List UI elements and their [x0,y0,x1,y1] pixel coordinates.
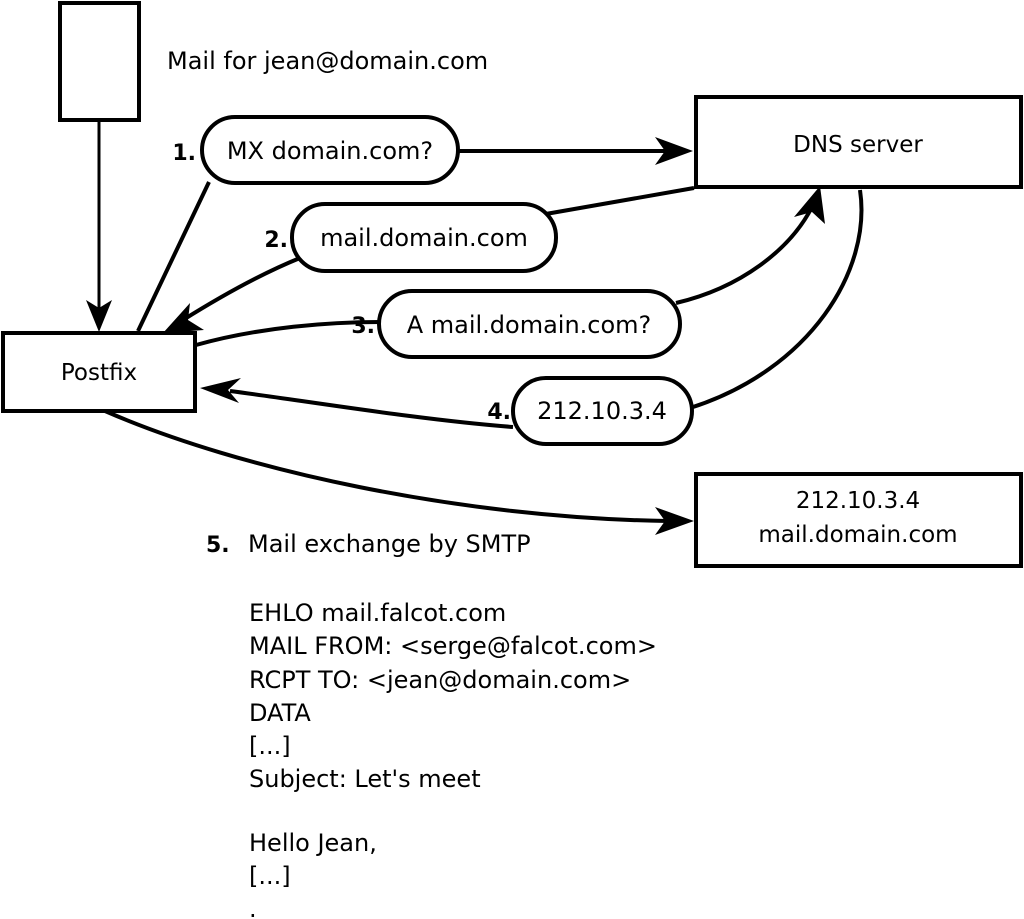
page-title: Mail for jean@domain.com [167,47,488,75]
edge-dns-to-step2 [539,186,695,217]
step-2[interactable]: 2. mail.domain.com [264,202,558,273]
edge-step1-to-dns [458,137,693,165]
dns-server-label: DNS server [793,132,923,158]
edge-postfix-to-step1 [136,181,211,332]
step-3[interactable]: 3. A mail.domain.com? [351,289,682,359]
step-4-label: 212.10.3.4 [537,397,667,425]
step-5-label: Mail exchange by SMTP [248,530,531,558]
postfix-label: Postfix [61,360,137,386]
step-1-label: MX domain.com? [227,137,433,165]
edge-postfix-to-step3 [195,320,382,347]
step-2-label: mail.domain.com [320,224,528,252]
node-sender-box[interactable] [58,1,141,122]
step-3-number: 3. [351,314,375,339]
step-2-number: 2. [264,228,288,253]
edge-step4-to-postfix [200,378,514,429]
target-server-line1: 212.10.3.4 [796,488,920,514]
edge-step3-to-dns [675,186,825,305]
node-postfix[interactable]: Postfix [1,331,197,413]
smtp-line-4: DATA [249,699,311,727]
smtp-transcript: EHLO mail.falcot.com MAIL FROM: <serge@f… [249,599,657,919]
step-4[interactable]: 4. 212.10.3.4 [487,376,694,446]
step-1-number: 1. [172,141,196,166]
step-5: 5. Mail exchange by SMTP [206,530,531,558]
smtp-line-1: EHLO mail.falcot.com [249,599,506,627]
edge-postfix-to-target [104,409,694,535]
step-3-label: A mail.domain.com? [407,311,652,339]
smtp-line-8: Hello Jean, [249,829,377,857]
smtp-line-3: RCPT TO: <jean@domain.com> [249,666,631,694]
step-5-number: 5. [206,533,230,558]
edge-dns-to-step4 [689,189,864,410]
target-server-line2: mail.domain.com [758,522,957,548]
edge-step2-to-postfix [163,256,301,333]
step-1[interactable]: 1. MX domain.com? [172,115,460,185]
smtp-line-6: Subject: Let's meet [249,765,481,793]
edge-sender-to-postfix [86,121,112,332]
node-target-server[interactable]: 212.10.3.4 mail.domain.com [694,472,1023,568]
smtp-line-5: [...] [249,732,291,760]
smtp-line-9: [...] [249,862,291,890]
smtp-line-10: . [249,895,257,919]
step-4-number: 4. [487,400,511,425]
node-dns-server[interactable]: DNS server [694,95,1023,189]
smtp-line-2: MAIL FROM: <serge@falcot.com> [249,632,657,660]
